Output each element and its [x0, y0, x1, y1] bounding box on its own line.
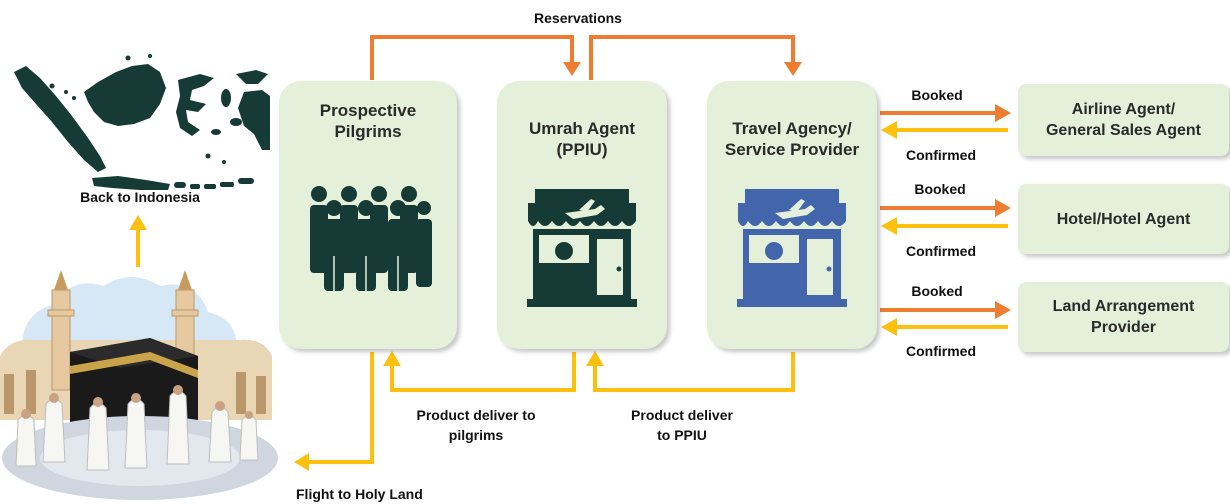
node-umrah-agent: Umrah Agent (PPIU) — [497, 81, 667, 349]
label-reservations: Reservations — [534, 10, 622, 26]
label-confirmed-hotel: Confirmed — [906, 243, 976, 259]
flight-arrowhead — [294, 453, 309, 471]
label-product-to-pilgrims: Product deliver to pilgrims — [416, 407, 536, 443]
node-airline-agent: Airline Agent/ General Sales Agent — [1018, 84, 1229, 156]
product-arrow-to-pilgrims — [390, 352, 576, 392]
node-hotel-agent: Hotel/Hotel Agent — [1018, 184, 1229, 254]
confirmed-arrowhead-airline — [881, 121, 897, 139]
product-arrowhead-ppiu — [586, 351, 604, 366]
people-group-icon — [310, 186, 432, 291]
node-travel-agency: Travel Agency/ Service Provider — [707, 81, 877, 349]
reservation-arrow-to-travel — [589, 35, 795, 80]
node-prospective-pilgrims: Prospective Pilgrims — [279, 81, 457, 349]
label-flight-to-holy-land: Flight to Holy Land — [296, 486, 423, 502]
node-title: Travel Agency/ Service Provider — [724, 119, 860, 159]
booked-arrowhead-hotel — [995, 199, 1011, 217]
booked-arrowhead-airline — [995, 104, 1011, 122]
reservation-arrowhead-travel — [784, 62, 802, 76]
label-confirmed-land: Confirmed — [906, 343, 976, 359]
flight-arrow — [308, 352, 374, 464]
travel-shop-icon — [737, 189, 847, 307]
label-booked-hotel: Booked — [914, 181, 966, 197]
reservation-arrow-to-ppiu — [370, 35, 574, 80]
label-booked-airline: Booked — [911, 87, 963, 103]
confirmed-arrowhead-land — [881, 318, 897, 336]
node-land-arrangement: Land Arrangement Provider — [1018, 282, 1229, 352]
label-back-to-indonesia: Back to Indonesia — [80, 189, 200, 205]
product-arrowhead-pilgrims — [383, 351, 401, 366]
booked-arrowhead-land — [995, 301, 1011, 319]
label-confirmed-airline: Confirmed — [906, 147, 976, 163]
product-arrow-to-ppiu — [593, 352, 795, 392]
label-booked-land: Booked — [911, 283, 963, 299]
reservation-arrowhead-ppiu — [563, 62, 581, 76]
node-title: Prospective Pilgrims — [319, 101, 417, 141]
confirmed-arrowhead-hotel — [881, 217, 897, 235]
node-title: Umrah Agent (PPIU) — [528, 119, 636, 159]
return-arrowhead — [129, 215, 147, 230]
label-product-to-ppiu: Product deliver to PPIU — [631, 407, 733, 443]
travel-shop-icon — [527, 189, 637, 307]
